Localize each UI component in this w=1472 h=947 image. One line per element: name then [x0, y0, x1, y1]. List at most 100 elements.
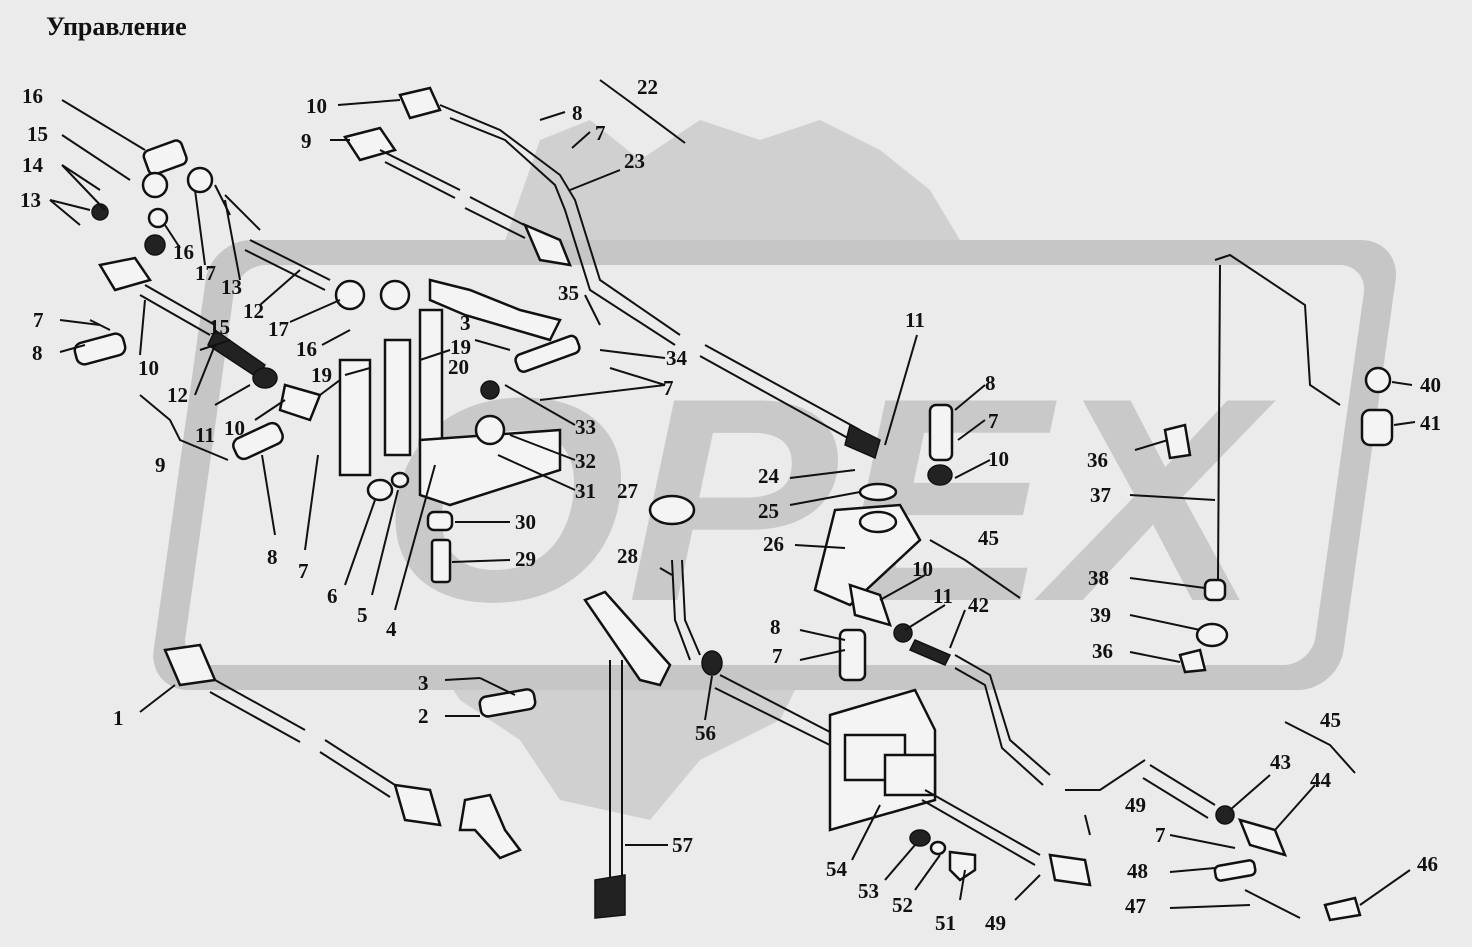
cluster-13-17 [91, 139, 411, 311]
part-label: 8 [32, 341, 43, 365]
part-label: 12 [243, 299, 264, 323]
part-label: 33 [575, 415, 596, 439]
part-label: 30 [515, 510, 536, 534]
part-label: 10 [138, 356, 159, 380]
part-label: 42 [968, 593, 989, 617]
part-labels: 1 2 3 3 4 5 6 7 7 7 7 7 7 7 8 8 8 8 8 9 … [20, 75, 1441, 935]
part-label: 37 [1090, 483, 1111, 507]
part-label: 7 [772, 644, 783, 668]
pin-8-left [73, 332, 284, 461]
part-label: 9 [155, 453, 166, 477]
part-label: 49 [985, 911, 1006, 935]
part-label: 8 [770, 615, 781, 639]
part-label: 15 [209, 315, 230, 339]
part-label: 52 [892, 893, 913, 917]
part-label: 51 [935, 911, 956, 935]
part-label: 45 [1320, 708, 1341, 732]
part-label: 46 [1417, 852, 1438, 876]
part-label: 28 [617, 544, 638, 568]
part-label: 29 [515, 547, 536, 571]
part-label: 31 [575, 479, 596, 503]
part-label: 15 [27, 122, 48, 146]
part-label: 45 [978, 526, 999, 550]
fasteners-lower [909, 829, 977, 882]
part-label: 27 [617, 479, 638, 503]
part-label: 32 [575, 449, 596, 473]
part-label: 17 [268, 317, 289, 341]
part-label: 40 [1420, 373, 1441, 397]
part-label: 20 [448, 355, 469, 379]
part-label: 34 [666, 346, 688, 370]
part-label: 5 [357, 603, 368, 627]
part-label: 43 [1270, 750, 1291, 774]
part-label: 16 [173, 240, 194, 264]
part-label: 1 [113, 706, 124, 730]
part-label: 19 [311, 363, 332, 387]
part-label: 11 [933, 584, 953, 608]
page-title: Управление [46, 12, 187, 41]
rod-1 [163, 643, 537, 860]
parts-drawing [73, 86, 1394, 922]
part-label: 23 [624, 149, 645, 173]
part-label: 7 [595, 121, 606, 145]
part-label: 17 [195, 261, 216, 285]
rod-9-top [343, 126, 572, 267]
part-label: 19 [450, 335, 471, 359]
part-label: 12 [167, 383, 188, 407]
part-label: 10 [988, 447, 1009, 471]
part-label: 3 [460, 311, 471, 335]
part-label: 7 [1155, 823, 1166, 847]
part-label: 56 [695, 721, 716, 745]
part-label: 36 [1092, 639, 1113, 663]
part-label: 49 [1125, 793, 1146, 817]
part-label: 7 [298, 559, 309, 583]
part-label: 44 [1310, 768, 1332, 792]
part-label: 11 [905, 308, 925, 332]
lever-26 [813, 403, 954, 682]
part-label: 8 [985, 371, 996, 395]
part-label: 39 [1090, 603, 1111, 627]
part-label: 24 [758, 464, 780, 488]
rod-37 [1163, 253, 1394, 674]
part-label: 13 [221, 275, 242, 299]
part-label: 41 [1420, 411, 1441, 435]
part-label: 2 [418, 704, 429, 728]
bracket-assembly [338, 278, 581, 584]
part-label: 9 [301, 129, 312, 153]
part-label: 16 [296, 337, 317, 361]
part-label: 6 [327, 584, 338, 608]
part-label: 53 [858, 879, 879, 903]
part-label: 25 [758, 499, 779, 523]
part-label: 7 [988, 409, 999, 433]
leader-lines [49, 79, 1416, 909]
watermark-text: OPEX [380, 338, 1276, 662]
part-label: 8 [572, 101, 583, 125]
part-label: 14 [22, 153, 44, 177]
part-label: 26 [763, 532, 784, 556]
rod-23 [398, 86, 881, 460]
part-label: 47 [1125, 894, 1146, 918]
watermark: OPEX [153, 120, 1397, 820]
lever-28-57 [583, 559, 856, 919]
part-label: 11 [195, 423, 215, 447]
part-label: 10 [912, 557, 933, 581]
part-label: 7 [33, 308, 44, 332]
part-label: 48 [1127, 859, 1148, 883]
part-label: 36 [1087, 448, 1108, 472]
rod-42 [908, 639, 1362, 922]
part-label: 54 [826, 857, 848, 881]
part-label: 22 [637, 75, 658, 99]
part-label: 4 [386, 617, 397, 641]
plate-54 [828, 688, 1092, 887]
part-label: 16 [22, 84, 43, 108]
part-label: 35 [558, 281, 579, 305]
part-label: 38 [1088, 566, 1109, 590]
part-label: 10 [224, 416, 245, 440]
part-label: 8 [267, 545, 278, 569]
part-label: 7 [663, 376, 674, 400]
part-label: 3 [418, 671, 429, 695]
part-label: 10 [306, 94, 327, 118]
cap-27 [648, 494, 696, 526]
